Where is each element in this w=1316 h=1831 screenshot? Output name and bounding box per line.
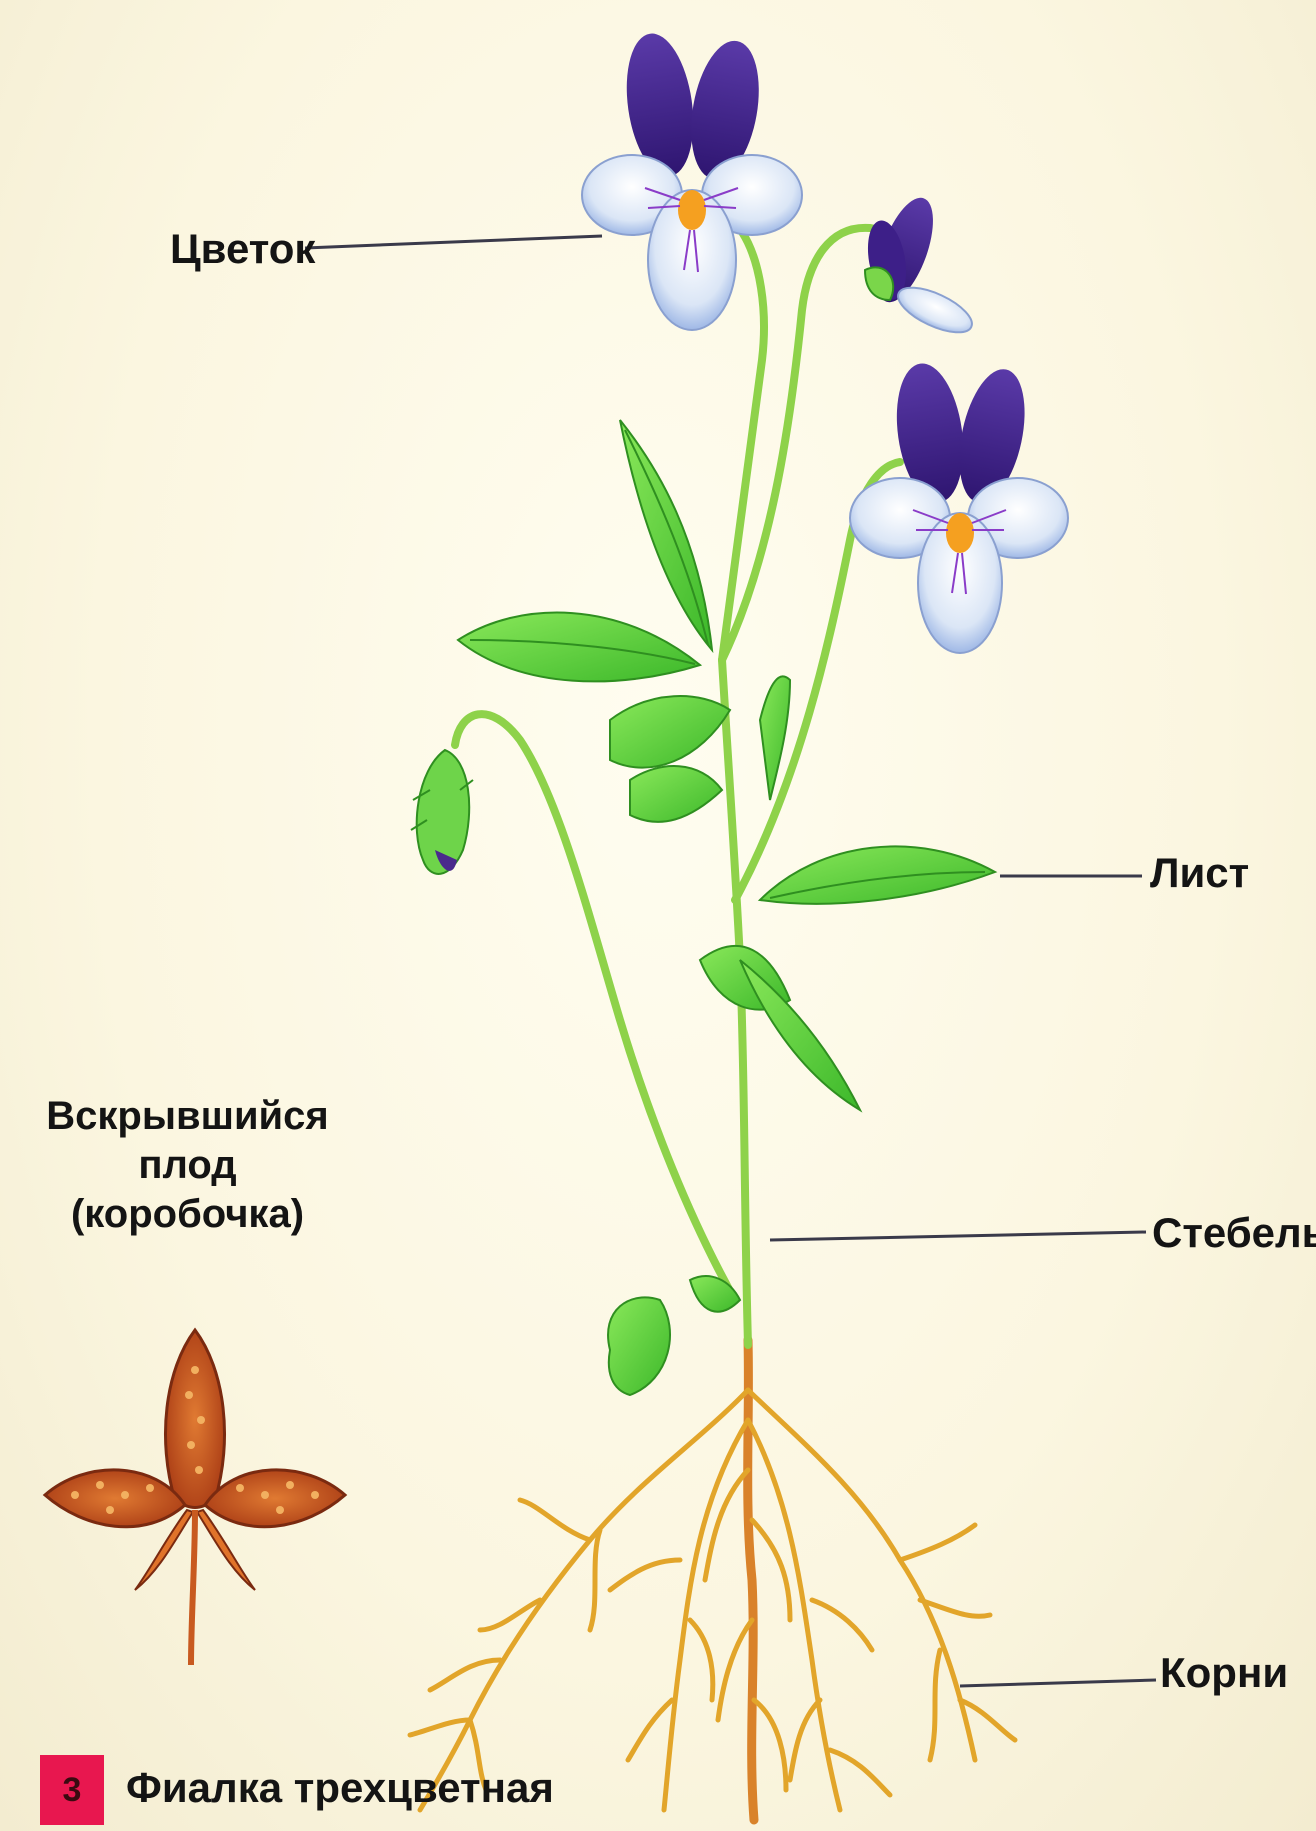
label-stem: Стебель: [1152, 1212, 1316, 1254]
flower-right: [850, 359, 1068, 653]
label-opened-fruit: Вскрывшийся плод (коробочка): [0, 1092, 375, 1238]
capsule-stalk: [191, 1510, 195, 1665]
leaf-middle-left: [610, 696, 730, 768]
leader-line-stem: [770, 1232, 1146, 1240]
label-leaf: Лист: [1150, 852, 1249, 894]
leaves: [458, 420, 995, 1395]
figure-number-badge: 3: [40, 1755, 104, 1825]
flower-bud: [862, 191, 978, 342]
leaf-middle-left2: [630, 766, 722, 822]
leader-line-roots: [960, 1680, 1156, 1686]
roots: [410, 1340, 1015, 1820]
label-fruit-line1: Вскрывшийся плод: [46, 1094, 328, 1187]
opened-fruit-capsule: [45, 1330, 345, 1665]
leaf-upper-center: [620, 420, 712, 650]
leaf-upper-left: [458, 613, 700, 682]
figure-caption: Фиалка трехцветная: [126, 1764, 554, 1812]
flower-top: [582, 29, 802, 330]
label-roots: Корни: [1160, 1652, 1288, 1694]
leaf-right-long: [760, 846, 995, 903]
label-flower: Цветок: [170, 228, 315, 270]
capsule-valve-left: [45, 1470, 185, 1527]
leaf-basal: [608, 1297, 670, 1395]
capsule-valve-top: [165, 1330, 224, 1508]
leader-line-flower: [305, 236, 602, 248]
leaf-basal-small: [690, 1276, 740, 1312]
seed-capsule-left: [411, 750, 473, 874]
leaf-lower-right: [740, 960, 860, 1110]
capsule-valve-right: [205, 1470, 345, 1527]
label-fruit-line2: (коробочка): [71, 1192, 304, 1236]
